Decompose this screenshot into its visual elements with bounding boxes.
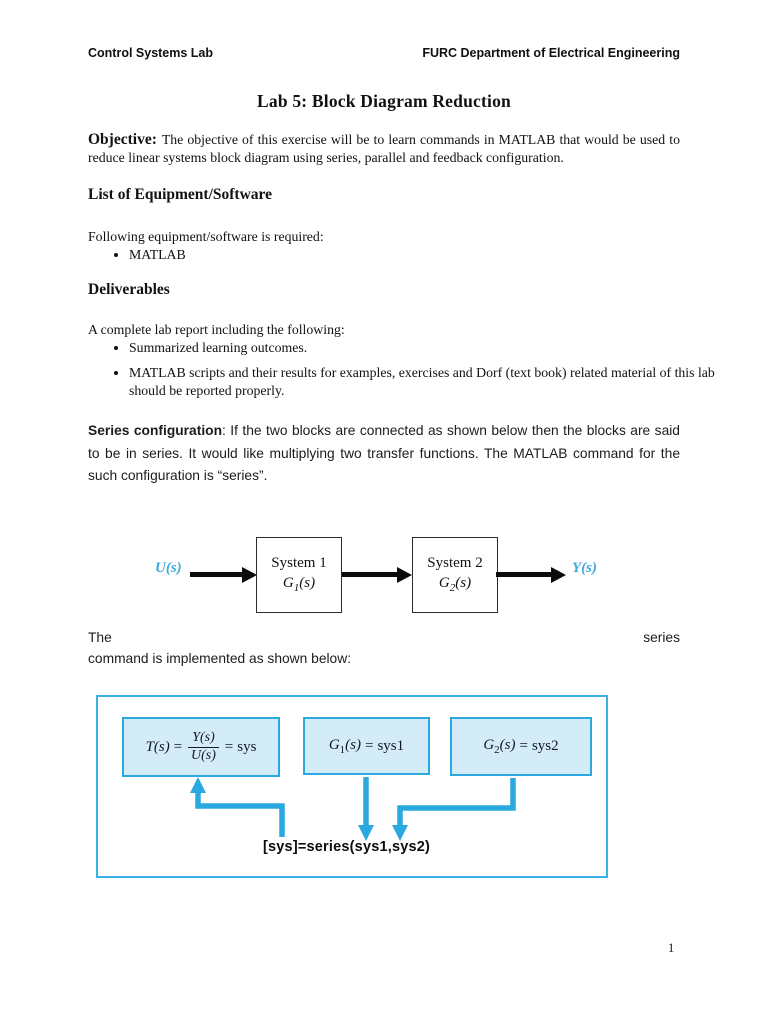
- arrow-line: [342, 572, 398, 577]
- arrow-right-icon: [242, 567, 257, 583]
- tf-base: G: [282, 574, 294, 591]
- var-base: G: [483, 737, 495, 753]
- output-signal-label: Y(s): [572, 560, 597, 576]
- g2-box: G2(s) = sys2: [450, 717, 592, 776]
- tf-argument: (s): [299, 574, 316, 591]
- arrow-right-icon: [551, 567, 566, 583]
- matlab-series-diagram: T(s) = Y(s) U(s) = sys G1(s) = sys1 G2(s…: [96, 695, 608, 878]
- equals-sign: =: [173, 738, 183, 755]
- transfer-fraction: Y(s) U(s): [188, 730, 219, 763]
- g1-variable: G1(s): [329, 737, 361, 756]
- var-subscript: 1: [339, 743, 346, 756]
- bridge-word-the: The: [88, 630, 112, 645]
- var-base: G: [328, 736, 340, 753]
- series-configuration-text: : If the two blocks are connected as sho…: [88, 423, 680, 483]
- system2-transfer-function: G2(s): [439, 573, 471, 598]
- deliverables-list: Summarized learning outcomes. MATLAB scr…: [88, 339, 721, 407]
- arrow-right-icon: [397, 567, 412, 583]
- page-header: Control Systems Lab FURC Department of E…: [88, 46, 680, 60]
- var-subscript: 2: [494, 744, 500, 756]
- sys-name: sys: [237, 738, 257, 755]
- equipment-intro: Following equipment/software is required…: [88, 229, 324, 244]
- var-argument: (s): [345, 736, 361, 753]
- equals-sign: =: [224, 738, 234, 755]
- fraction-numerator: Y(s): [188, 730, 219, 748]
- bridge-text: The series command is implemented as sho…: [88, 630, 680, 666]
- arrow-to-sys: [195, 793, 285, 837]
- system2-block: System 2 G2(s): [412, 537, 498, 613]
- tf-argument: (s): [455, 574, 472, 591]
- arrow-from-sys2: [397, 778, 516, 827]
- deliverables-intro: A complete lab report including the foll…: [88, 322, 345, 337]
- system1-name: System 1: [271, 554, 327, 571]
- system1-block: System 1 G1(s): [256, 537, 342, 613]
- g2-variable: G2(s): [483, 737, 515, 756]
- fraction-denominator: U(s): [191, 747, 216, 763]
- sys2-name: sys2: [531, 738, 559, 754]
- sys1-name: sys1: [377, 737, 405, 754]
- tf-base: G: [438, 574, 450, 591]
- equipment-heading: List of Equipment/Software: [88, 186, 273, 203]
- tf-subscript: 2: [449, 581, 456, 594]
- page-number: 1: [668, 941, 675, 955]
- header-right-text: FURC Department of Electrical Engineerin…: [422, 46, 680, 60]
- list-item: Summarized learning outcomes.: [129, 339, 721, 357]
- series-configuration-label: Series configuration: [88, 423, 223, 438]
- bridge-line1: The series: [88, 630, 680, 645]
- arrow-down-icon: [358, 825, 374, 841]
- list-item: MATLAB scripts and their results for exa…: [129, 364, 721, 400]
- series-command-text: [sys]=series(sys1,sys2): [263, 839, 431, 855]
- objective-text: The objective of this exercise will be t…: [88, 132, 680, 165]
- arrow-up-icon: [190, 777, 206, 793]
- matlab-diagram-arrows: [190, 777, 516, 841]
- series-configuration-paragraph: Series configuration: If the two blocks …: [88, 420, 680, 488]
- t-lhs: T(s): [145, 738, 170, 755]
- t-of-s-box: T(s) = Y(s) U(s) = sys: [122, 717, 280, 777]
- objective-label: Objective:: [88, 131, 157, 148]
- tf-subscript: 1: [293, 581, 300, 594]
- equipment-list: MATLAB: [88, 246, 721, 271]
- arrow-line: [190, 572, 243, 577]
- list-item: MATLAB: [129, 246, 721, 264]
- objective-paragraph: Objective:The objective of this exercise…: [88, 131, 680, 167]
- g1-box: G1(s) = sys1: [303, 717, 430, 775]
- arrow-down-icon: [392, 825, 408, 841]
- var-argument: (s): [499, 737, 516, 753]
- system1-transfer-function: G1(s): [283, 573, 315, 598]
- equals-sign: =: [519, 738, 528, 754]
- bridge-word-series: series: [643, 630, 680, 645]
- header-left-text: Control Systems Lab: [88, 46, 214, 60]
- equals-sign: =: [365, 737, 374, 754]
- series-block-diagram: U(s) System 1 G1(s) System 2 G2(s) Y(s): [0, 527, 768, 632]
- page-title: Lab 5: Block Diagram Reduction: [257, 91, 511, 111]
- input-signal-label: U(s): [155, 560, 182, 576]
- system2-name: System 2: [427, 554, 483, 571]
- deliverables-heading: Deliverables: [88, 281, 170, 298]
- arrow-line: [496, 572, 552, 577]
- bridge-line2: command is implemented as shown below:: [88, 651, 352, 666]
